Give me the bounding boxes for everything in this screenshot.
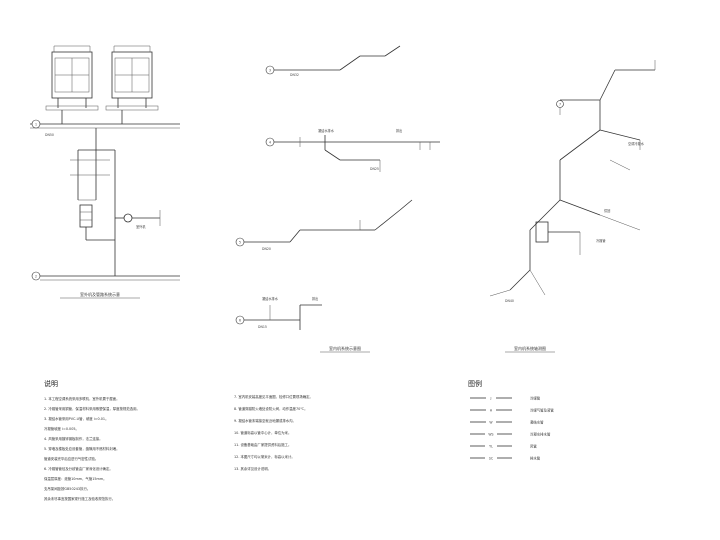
legend-code: J xyxy=(490,397,492,401)
note-right-3: 9. 凝结水管末端接至就近地漏或排水沟。 xyxy=(234,418,296,423)
mid-outlet-label: 排出 xyxy=(396,128,402,133)
note-right-5: 11. 设备基础由厂家提供资料后施工。 xyxy=(234,442,291,447)
mid-dim-2: DN25 xyxy=(370,167,379,171)
left-equip-label: 室外机 xyxy=(136,224,146,229)
mid-branch-2 xyxy=(265,135,440,172)
legend-code: H xyxy=(490,409,493,413)
right-dim-label: DN40 xyxy=(505,299,514,303)
outdoor-piping xyxy=(30,110,180,281)
note-left-8: 6. 冷媒管管径及分歧管由厂家深化设计确定。 xyxy=(44,466,113,471)
notes-right: 7. 室内机安装高度见平面图，检修口位置现场确定。 8. 管道穿越防火墙处设防火… xyxy=(234,394,313,471)
legend-row: YL 风管 xyxy=(470,444,537,449)
right-bubble-7-text: 7 xyxy=(559,103,561,107)
mid-branch-4 xyxy=(235,304,322,330)
mid-branch-1 xyxy=(265,45,401,75)
mid-dim-1: DN32 xyxy=(290,73,299,77)
outdoor-unit-1 xyxy=(45,45,99,111)
legend-row: H 冷媒气管及液管 xyxy=(470,408,554,413)
legend-code: SC xyxy=(489,457,494,461)
right-bubble-7 xyxy=(556,100,564,108)
left-bubble-1-text: 1 xyxy=(35,123,37,127)
legend-code: YL xyxy=(489,445,493,449)
note-left-4: 冷凝管坡度 i=0.005。 xyxy=(44,426,79,431)
notes-heading: 说明 xyxy=(44,379,58,388)
legend-row: SC 排水管 xyxy=(470,456,541,461)
note-right-7: 13. 其余详见设计说明。 xyxy=(234,466,271,471)
mid-bubble-4-text: 4 xyxy=(269,141,271,145)
outdoor-unit-2 xyxy=(105,45,159,111)
note-right-2: 8. 管道穿越防火墙处设防火阀，动作温度70℃。 xyxy=(234,406,307,411)
mid-cond-label: 凝结水排水 xyxy=(318,128,335,133)
note-left-11: 其余未尽事宜按国家现行施工及验收规范执行。 xyxy=(44,496,115,501)
right-label-b: 供回 xyxy=(604,208,610,213)
mid-bubble-6-text: 6 xyxy=(239,319,241,323)
legend-desc: 冷凝水排水管 xyxy=(530,432,551,437)
left-bubble-1 xyxy=(31,119,41,129)
notes-left: 1. 本工程空调系统采用多联机，室外机置于屋面。 2. 冷媒管采用铜管，保温材料… xyxy=(44,396,140,501)
note-left-3: 3. 凝结水管采用PVC-U管，坡度 i=0.01。 xyxy=(44,416,108,421)
legend-row: WS 冷凝水排水管 xyxy=(470,432,551,437)
legend: J 冷媒管 H 冷媒气管及液管 W 凝结水管 WS 冷凝水排水管 YL 风管 S… xyxy=(470,396,554,461)
right-label-a: 空调冷凝水 xyxy=(628,141,645,146)
mid-cond-label-low: 凝结水排水 xyxy=(262,296,279,301)
note-left-9: 保温层厚度：液管10mm，气管15mm。 xyxy=(44,476,107,481)
note-left-5: 4. 风管采用镀锌钢板制作，法兰连接。 xyxy=(44,436,103,441)
left-bubble-2 xyxy=(31,271,41,281)
left-bubble-2-text: 2 xyxy=(35,275,37,279)
note-right-4: 10. 管道标高以管中心计，单位为米。 xyxy=(234,430,291,435)
note-left-10: 支吊架间距按GB50243执行。 xyxy=(44,486,90,491)
legend-row: J 冷媒管 xyxy=(470,396,541,401)
mid-outlet-label-low: 排出 xyxy=(312,296,318,301)
note-left-1: 1. 本工程空调系统采用多联机，室外机置于屋面。 xyxy=(44,396,120,401)
right-label-c: 冷媒管 xyxy=(596,238,606,243)
note-right-6: 12. 本图尺寸均以毫米计，标高以米计。 xyxy=(234,454,295,459)
right-drawing-title: 室内机系统轴测图 xyxy=(514,345,546,351)
left-dim-label: DN50 xyxy=(45,133,54,137)
legend-heading: 图例 xyxy=(468,379,482,388)
mid-dim-4: DN15 xyxy=(258,325,267,329)
left-drawing-title: 室外机及管路系统示意 xyxy=(80,291,120,297)
legend-desc: 凝结水管 xyxy=(530,420,544,425)
mid-bubble-3-text: 3 xyxy=(269,69,271,73)
note-left-2: 2. 冷媒管采用铜管，保温材料采用橡塑保温，厚度按规范选用。 xyxy=(44,406,140,411)
mid-branch-3 xyxy=(235,199,413,247)
legend-desc: 冷媒管 xyxy=(530,396,541,401)
note-left-6: 5. 穿墙及楼板处应设套管，缝隙用不燃材料封堵。 xyxy=(44,446,120,451)
note-right-1: 7. 室内机安装高度见平面图，检修口位置现场确定。 xyxy=(234,394,313,399)
legend-code: W xyxy=(489,421,493,425)
note-left-7: 管道安装完毕后应进行气密性试验。 xyxy=(44,456,98,461)
legend-row: W 凝结水管 xyxy=(470,420,544,425)
legend-desc: 冷媒气管及液管 xyxy=(530,408,554,413)
legend-desc: 排水管 xyxy=(530,456,541,461)
mid-drawing-title: 室内机系统示意图 xyxy=(329,345,361,351)
legend-desc: 风管 xyxy=(530,444,537,449)
right-isometric xyxy=(489,60,656,297)
mid-bubble-5-text: 5 xyxy=(239,241,241,245)
legend-code: WS xyxy=(488,433,493,437)
mid-dim-3: DN20 xyxy=(262,247,271,251)
